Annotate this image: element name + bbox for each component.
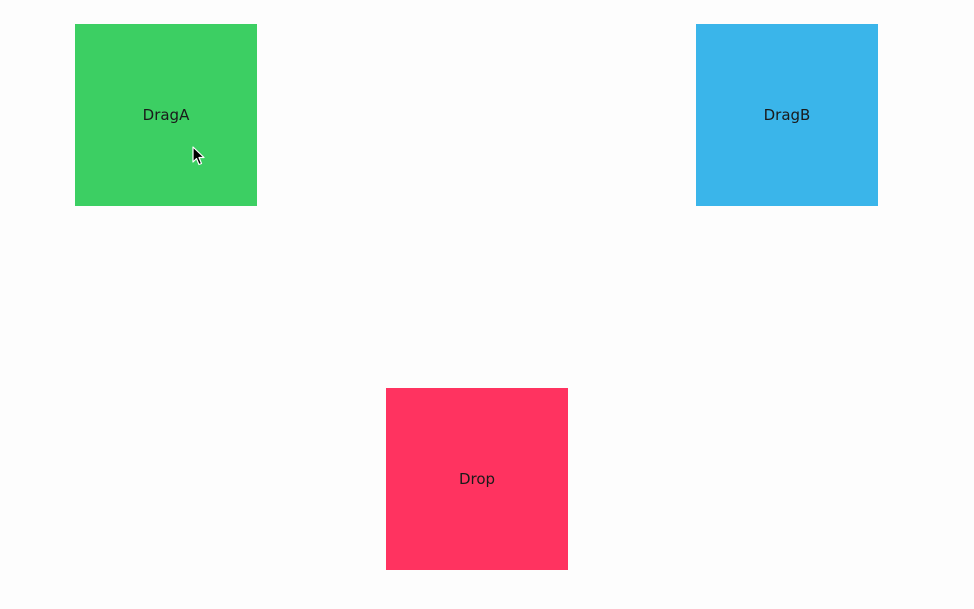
drag-b-box[interactable]: DragB (696, 24, 878, 206)
drag-b-label: DragB (763, 106, 811, 124)
drop-zone[interactable]: Drop (386, 388, 568, 570)
drag-a-label: DragA (142, 106, 190, 124)
drop-zone-label: Drop (458, 470, 496, 488)
drag-a-box[interactable]: DragA (75, 24, 257, 206)
